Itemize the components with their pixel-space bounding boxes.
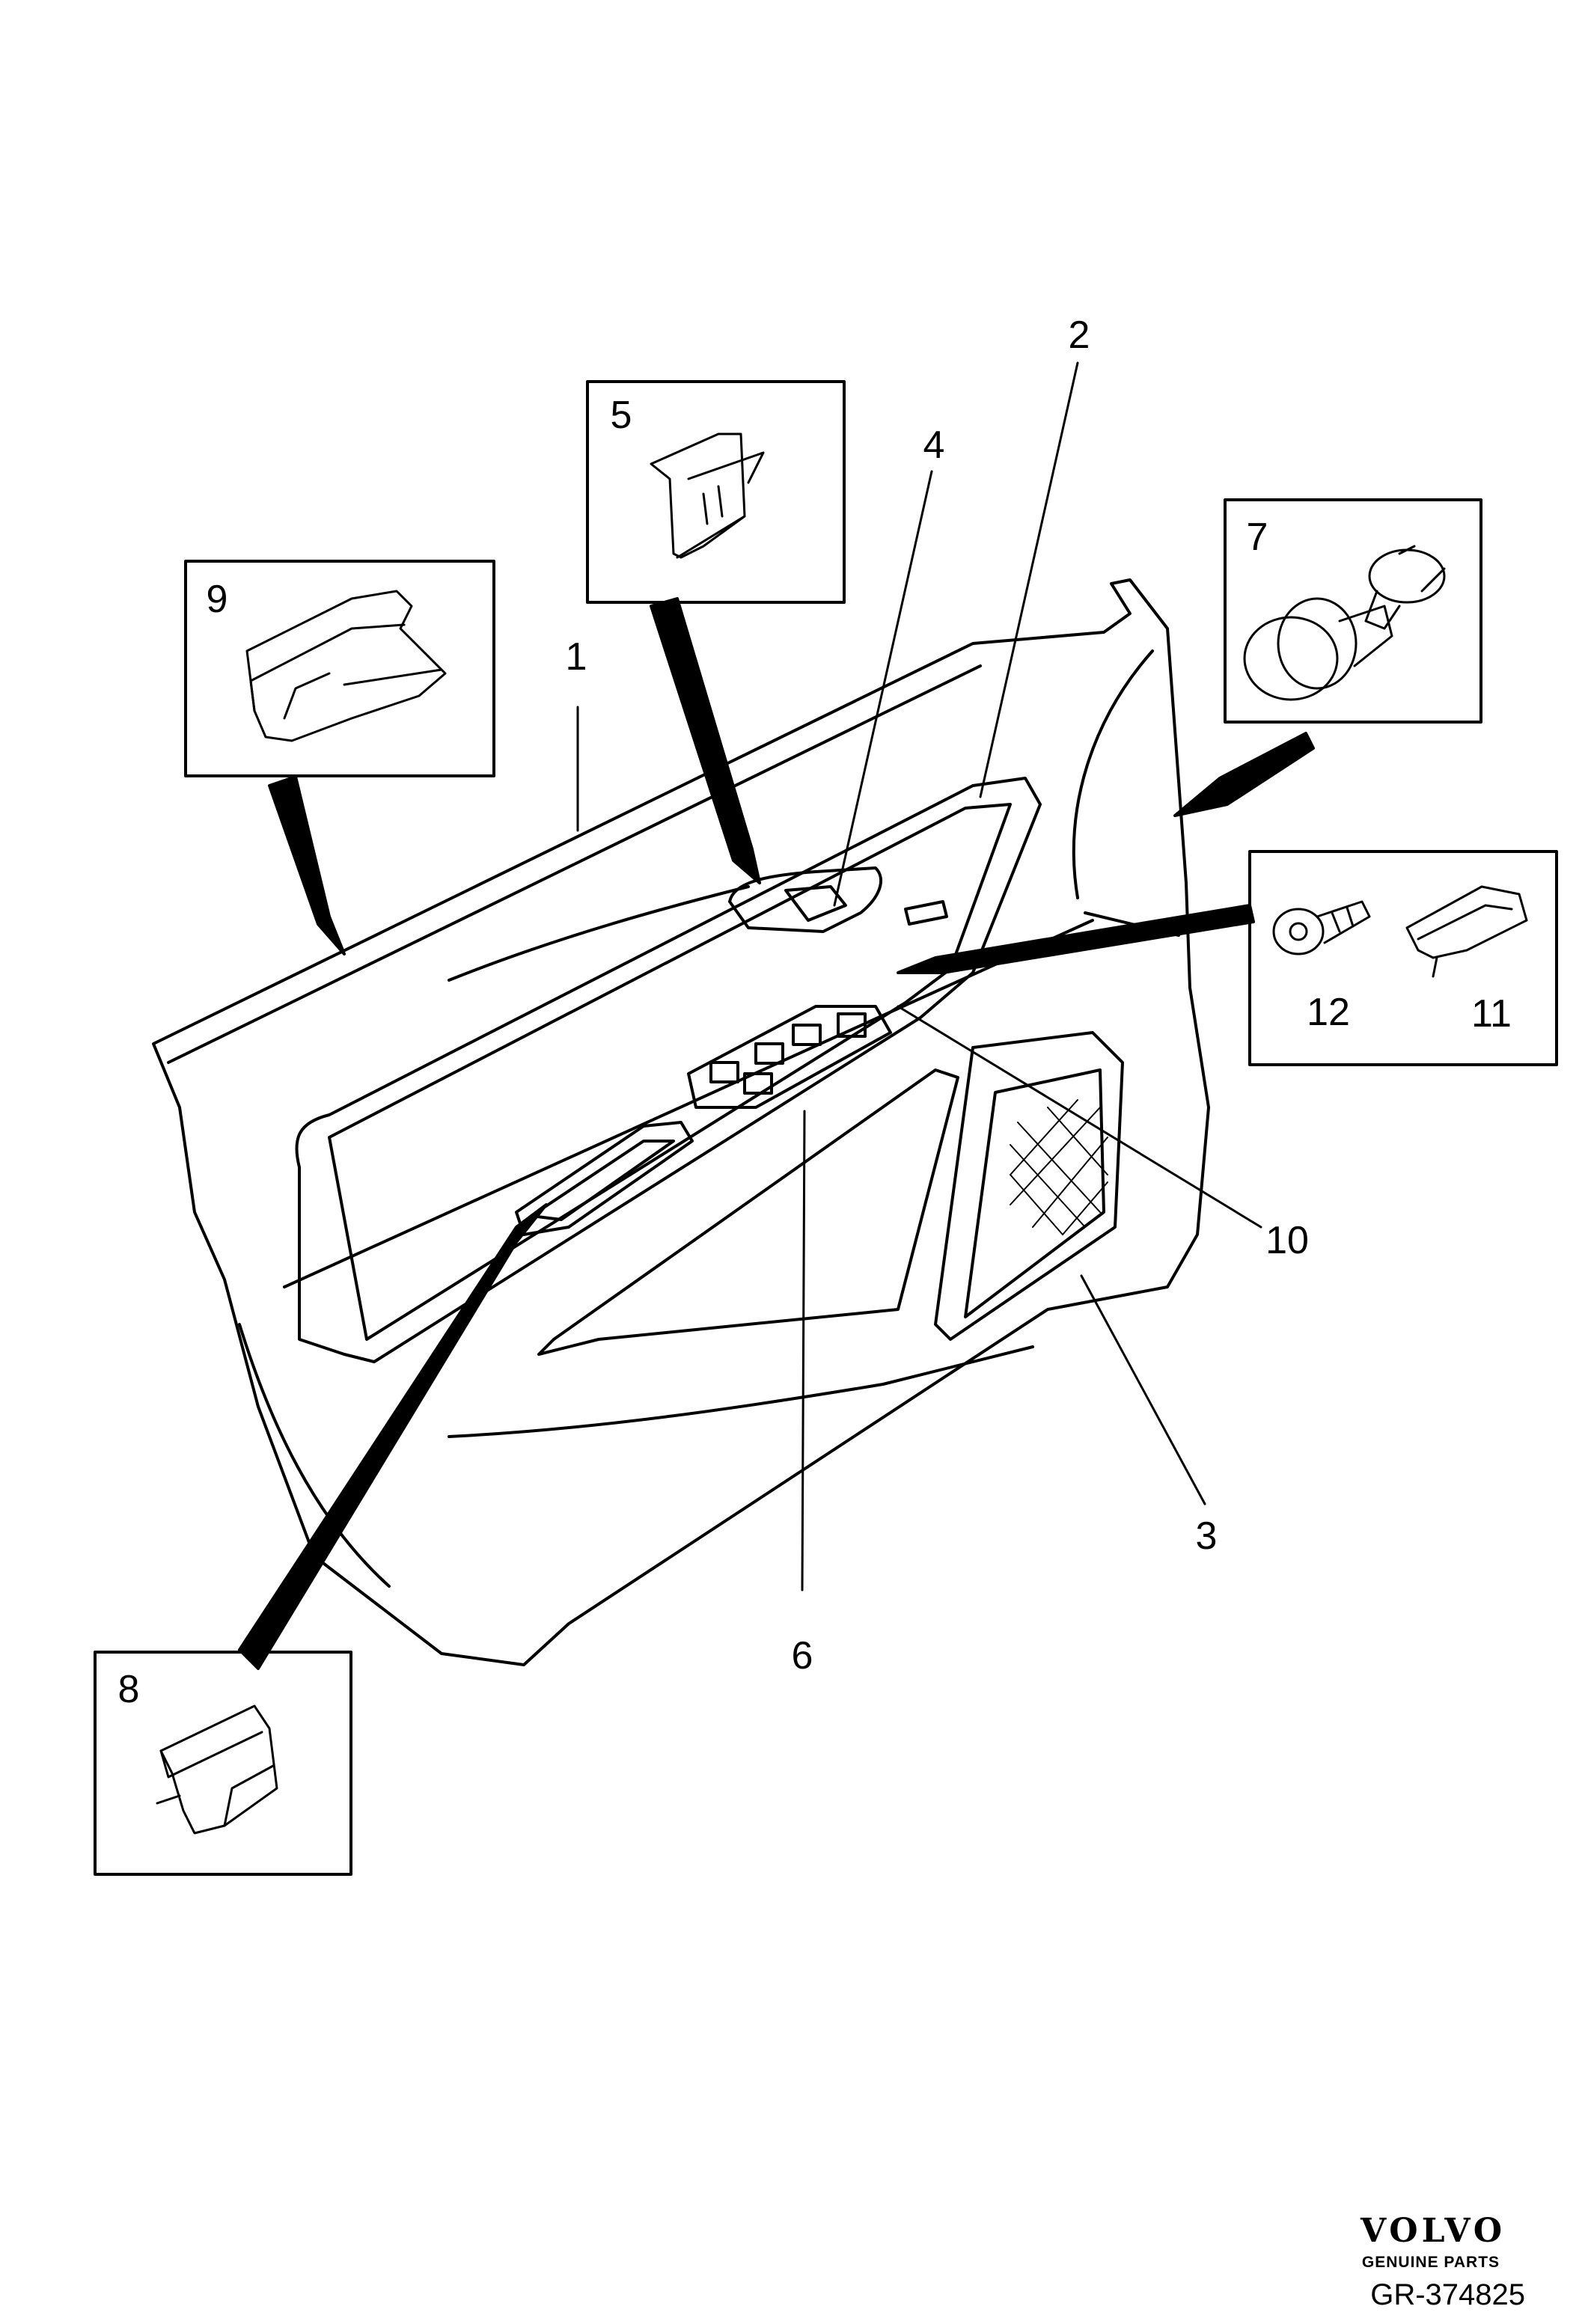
arrow-7 (1173, 732, 1315, 817)
inset-box-8 (94, 1651, 352, 1876)
callout-12: 12 (1307, 991, 1350, 1034)
callout-2: 2 (1069, 314, 1090, 357)
inset-box-11-12 (1248, 850, 1558, 1066)
leader-4 (833, 470, 933, 907)
arrow-5 (650, 597, 761, 884)
inset-box-9 (184, 560, 495, 777)
arrow-11-12 (897, 904, 1255, 974)
leader-lines (576, 361, 1262, 1591)
clip-part-8 (156, 1704, 278, 1835)
clip-part-5 (650, 432, 765, 559)
arrow-9 (268, 775, 346, 955)
leader-6 (801, 1110, 806, 1591)
push-clip-part-7 (1243, 545, 1446, 701)
speaker-grille-hatch (1010, 1099, 1108, 1235)
inset-label-7: 7 (1247, 516, 1268, 559)
inset-label-5: 5 (611, 394, 632, 437)
callout-10: 10 (1265, 1219, 1309, 1262)
callout-3: 3 (1196, 1514, 1218, 1558)
inset-label-8: 8 (118, 1668, 140, 1711)
callout-11: 11 (1471, 992, 1512, 1036)
inset-label-9: 9 (207, 578, 228, 621)
leader-10 (897, 1005, 1262, 1229)
reference-number: GR-374825 (1370, 2278, 1525, 2311)
brand-name: VOLVO (1360, 2212, 1506, 2250)
brand-tagline: GENUINE PARTS (1362, 2254, 1500, 2271)
leader-3 (1080, 1274, 1206, 1505)
callout-4: 4 (923, 423, 945, 467)
pointer-arrows (238, 597, 1315, 1670)
clip-part-11 (1405, 885, 1528, 978)
callout-labels: 1 2 4 10 3 6 12 11 9 5 7 8 (118, 314, 1512, 1711)
arrow-8 (238, 1203, 548, 1670)
door-trim-panel (152, 578, 1210, 1666)
screw-part-12 (1272, 900, 1371, 955)
inset-box-5 (586, 380, 846, 604)
leader-2 (979, 361, 1079, 798)
clip-part-9 (245, 590, 447, 742)
callout-1: 1 (566, 635, 587, 679)
volvo-logo: VOLVO GENUINE PARTS (1360, 2212, 1506, 2271)
callout-6: 6 (792, 1634, 813, 1678)
inset-box-7 (1224, 498, 1482, 724)
